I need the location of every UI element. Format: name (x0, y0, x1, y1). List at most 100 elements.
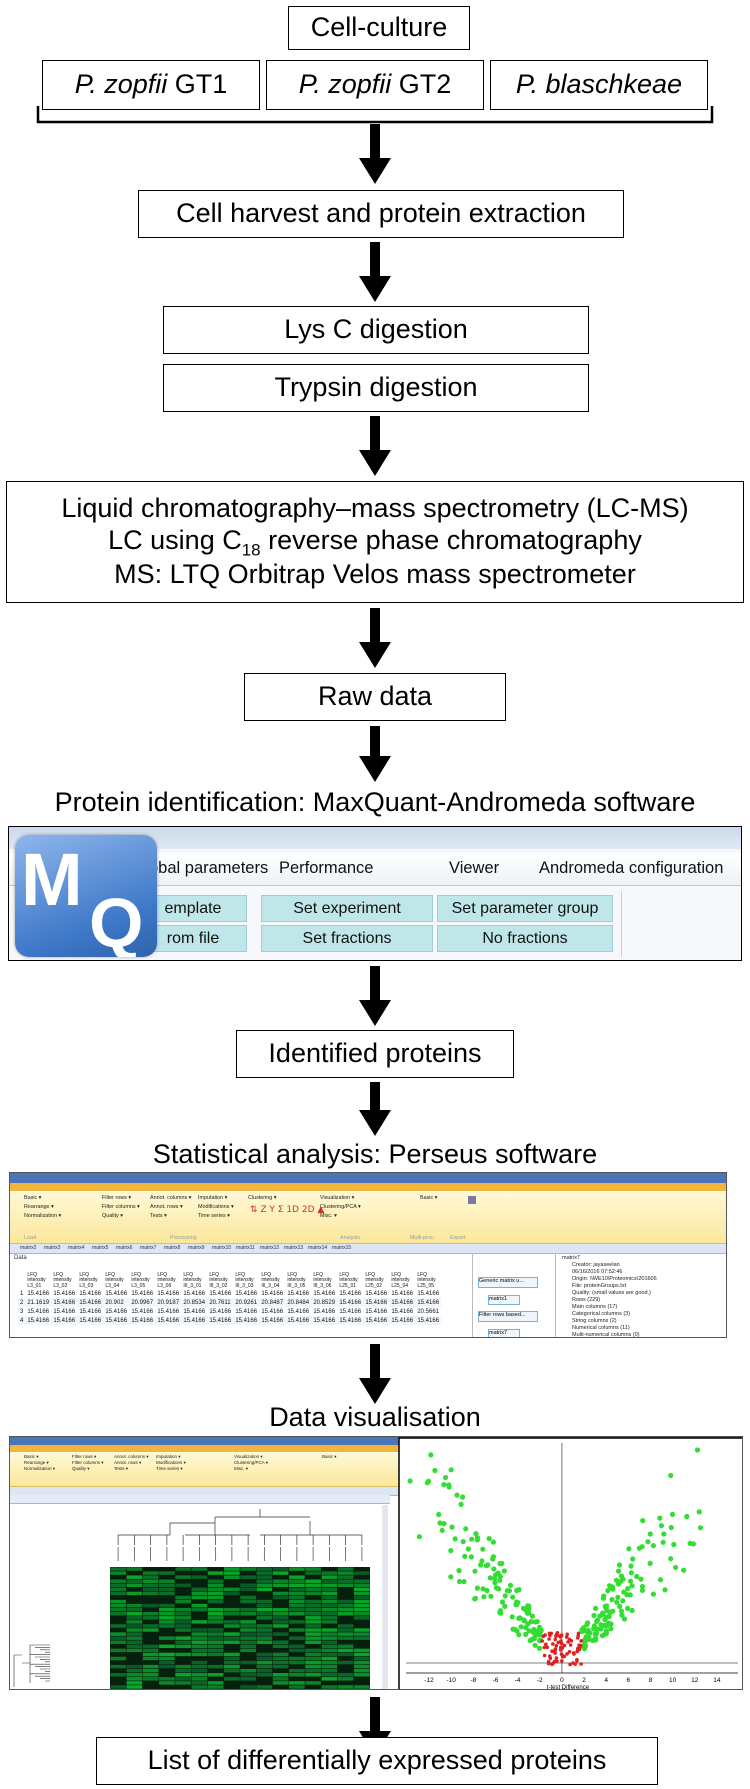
mq-template-button[interactable]: emplate (139, 895, 247, 922)
column-header[interactable]: LFQ intensity III_3_03 (235, 1271, 254, 1289)
volcano-point (564, 1635, 569, 1639)
matrix-tab[interactable]: matrix10 (212, 1245, 232, 1251)
table-cell: 15.4166 (313, 1317, 336, 1324)
column-header[interactable]: LFQ intensity III_3_06 (313, 1271, 332, 1289)
perseus-ribbon: Basic ▾Rearrange ▾Normalization ▾ Filter… (10, 1191, 726, 1244)
perseus-statistics-screenshot: Basic ▾Rearrange ▾Normalization ▾ Filter… (9, 1172, 727, 1338)
volcano-point (628, 1563, 634, 1569)
workflow-node[interactable]: matrix7 (488, 1329, 520, 1337)
column-header[interactable]: LFQ intensity L25_01 (339, 1271, 358, 1289)
matrix-tab[interactable]: matrix7 (140, 1245, 157, 1251)
table-cell: 15.4166 (105, 1308, 128, 1315)
workflow-node[interactable]: Filter rows based... (478, 1311, 538, 1322)
column-header[interactable]: LFQ intensity L3_01 (27, 1271, 46, 1289)
volcano-point (568, 1662, 572, 1667)
x-tick-label: 8 (649, 1677, 653, 1684)
volcano-point (546, 1659, 551, 1664)
matrix-tab[interactable]: matrix8 (164, 1245, 181, 1251)
mq-set-parameter-group-button[interactable]: Set parameter group (437, 895, 613, 922)
table-cell: 15.4166 (209, 1290, 232, 1297)
column-header[interactable]: LFQ intensity L3_02 (53, 1271, 72, 1289)
mq-no-fractions-button[interactable]: No fractions (437, 925, 613, 952)
volcano-point (521, 1617, 527, 1623)
mq-menu-global-parameters[interactable]: obal parameters (149, 859, 269, 877)
column-header[interactable]: LFQ intensity III_3_04 (261, 1271, 280, 1289)
matrix-tab[interactable]: matrix12 (260, 1245, 280, 1251)
matrix-tab[interactable]: matrix9 (188, 1245, 205, 1251)
column-header[interactable]: LFQ intensity III_3_01 (183, 1271, 202, 1289)
column-header[interactable]: LFQ intensity L3_05 (131, 1271, 150, 1289)
volcano-point (497, 1561, 503, 1567)
column-header[interactable]: LFQ intensity L3_06 (157, 1271, 176, 1289)
matrix-tab[interactable]: matrix15 (332, 1245, 352, 1251)
volcano-point (638, 1576, 644, 1582)
matrix-tab[interactable]: matrix3 (44, 1245, 61, 1251)
column-header[interactable]: LFQ intensity L3_04 (105, 1271, 124, 1289)
volcano-point (456, 1568, 462, 1574)
matrix-tab[interactable]: matrix4 (68, 1245, 85, 1251)
table-cell: 15.4166 (391, 1290, 414, 1297)
table-cell: 15.4166 (157, 1308, 180, 1315)
matrix-tab[interactable]: matrix2 (20, 1245, 37, 1251)
matrix-tab[interactable]: matrix13 (284, 1245, 304, 1251)
mq-set-fractions-button[interactable]: Set fractions (261, 925, 433, 952)
volcano-point (540, 1639, 544, 1643)
matrix-tab[interactable]: matrix5 (92, 1245, 109, 1251)
table-cell: 15.4166 (339, 1299, 362, 1306)
volcano-point (441, 1521, 447, 1527)
column-header[interactable]: LFQ intensity L25_02 (365, 1271, 384, 1289)
volcano-point (514, 1628, 520, 1634)
volcano-point (615, 1594, 621, 1600)
volcano-point (454, 1492, 460, 1498)
volcano-point (488, 1593, 494, 1599)
cell-culture-box: Cell-culture (288, 6, 470, 50)
volcano-point (658, 1523, 664, 1529)
matrix-tab[interactable]: matrix11 (236, 1245, 255, 1251)
volcano-point (616, 1568, 622, 1574)
volcano-point (559, 1641, 564, 1646)
volcano-point (616, 1562, 623, 1568)
table-cell: 15.4166 (79, 1308, 102, 1315)
mq-menu-andromeda[interactable]: Andromeda configuration (539, 859, 724, 877)
table-cell: 15.4166 (53, 1308, 76, 1315)
column-header[interactable]: LFQ intensity III_3_05 (287, 1271, 306, 1289)
mq-menu-viewer[interactable]: Viewer (449, 859, 500, 877)
workflow-node[interactable]: matrix1 (488, 1295, 520, 1305)
info-line: Creator: jayaseelan (572, 1262, 620, 1268)
strain-box-gt2: P. zopfii GT2 (266, 60, 484, 110)
volcano-point (583, 1634, 589, 1640)
volcano-point (553, 1651, 557, 1655)
table-cell: 15.4166 (131, 1308, 154, 1315)
volcano-point (510, 1594, 516, 1600)
x-tick-label: -2 (537, 1677, 543, 1684)
matrix-tab[interactable]: matrix14 (308, 1245, 328, 1251)
table-cell: 15.4166 (131, 1317, 154, 1324)
matrix-tab[interactable]: matrix6 (116, 1245, 133, 1251)
volcano-point (532, 1642, 538, 1648)
column-header[interactable]: LFQ intensity III_3_02 (209, 1271, 228, 1289)
info-line: Rows (229) (572, 1297, 601, 1303)
volcano-point (625, 1586, 631, 1592)
volcano-point (487, 1575, 493, 1581)
info-line: Origin: \\WE10\Proteomics\201606 (572, 1276, 657, 1282)
column-header[interactable]: LFQ intensity L25_04 (391, 1271, 410, 1289)
volcano-point (514, 1601, 520, 1608)
table-cell: 20.8487 (261, 1299, 284, 1306)
mq-set-experiment-button[interactable]: Set experiment (261, 895, 433, 922)
volcano-point (639, 1583, 646, 1590)
column-header[interactable]: LFQ intensity L25_05 (417, 1271, 436, 1289)
x-tick-label: 12 (691, 1677, 699, 1684)
lysc-box: Lys C digestion (163, 306, 589, 354)
row-id: 2 (20, 1299, 24, 1306)
volcano-point (507, 1582, 514, 1588)
volcano-point (594, 1617, 601, 1623)
flow-arrow (355, 1344, 395, 1406)
column-header[interactable]: LFQ intensity L3_03 (79, 1271, 98, 1289)
mq-menu-performance[interactable]: Performance (279, 859, 374, 877)
volcano-point (620, 1598, 626, 1604)
workflow-node[interactable]: Generic matrix u... (478, 1277, 538, 1288)
